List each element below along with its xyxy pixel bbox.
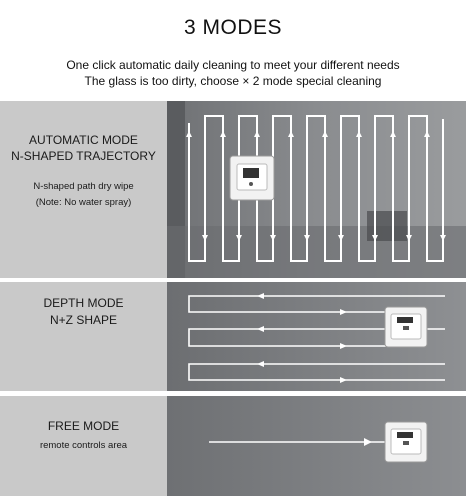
automatic-mode-desc: N-shaped path dry wipe	[33, 181, 134, 192]
page-title: 3 MODES	[183, 16, 283, 39]
depth-mode-panel: DEPTH MODE N+Z SHAPE	[0, 282, 466, 391]
depth-mode-shape: N+Z SHAPE	[49, 313, 118, 327]
header: 3 MODES One click automatic daily cleani…	[0, 0, 466, 100]
automatic-mode-title: AUTOMATIC MODE	[29, 133, 138, 147]
depth-mode-title: DEPTH MODE	[43, 296, 124, 310]
depth-mode-window-photo	[167, 282, 466, 391]
robot-cleaner-icon	[384, 306, 428, 348]
automatic-mode-shape: N-SHAPED TRAJECTORY	[11, 149, 156, 163]
robot-cleaner-icon	[384, 421, 428, 463]
automatic-mode-panel: AUTOMATIC MODE N-SHAPED TRAJECTORY N-sha…	[0, 101, 466, 278]
free-mode-window-photo	[167, 396, 466, 496]
subtitle-line-1: One click automatic daily cleaning to me…	[66, 58, 400, 72]
robot-cleaner-icon	[229, 155, 275, 201]
free-mode-panel: FREE MODE remote controls area	[0, 396, 466, 496]
free-mode-desc: remote controls area	[39, 440, 128, 451]
automatic-mode-window-photo	[167, 101, 466, 278]
free-mode-title: FREE MODE	[47, 419, 120, 433]
subtitle-line-2: The glass is too dirty, choose × 2 mode …	[84, 74, 382, 88]
automatic-mode-note: (Note: No water spray)	[35, 197, 132, 208]
